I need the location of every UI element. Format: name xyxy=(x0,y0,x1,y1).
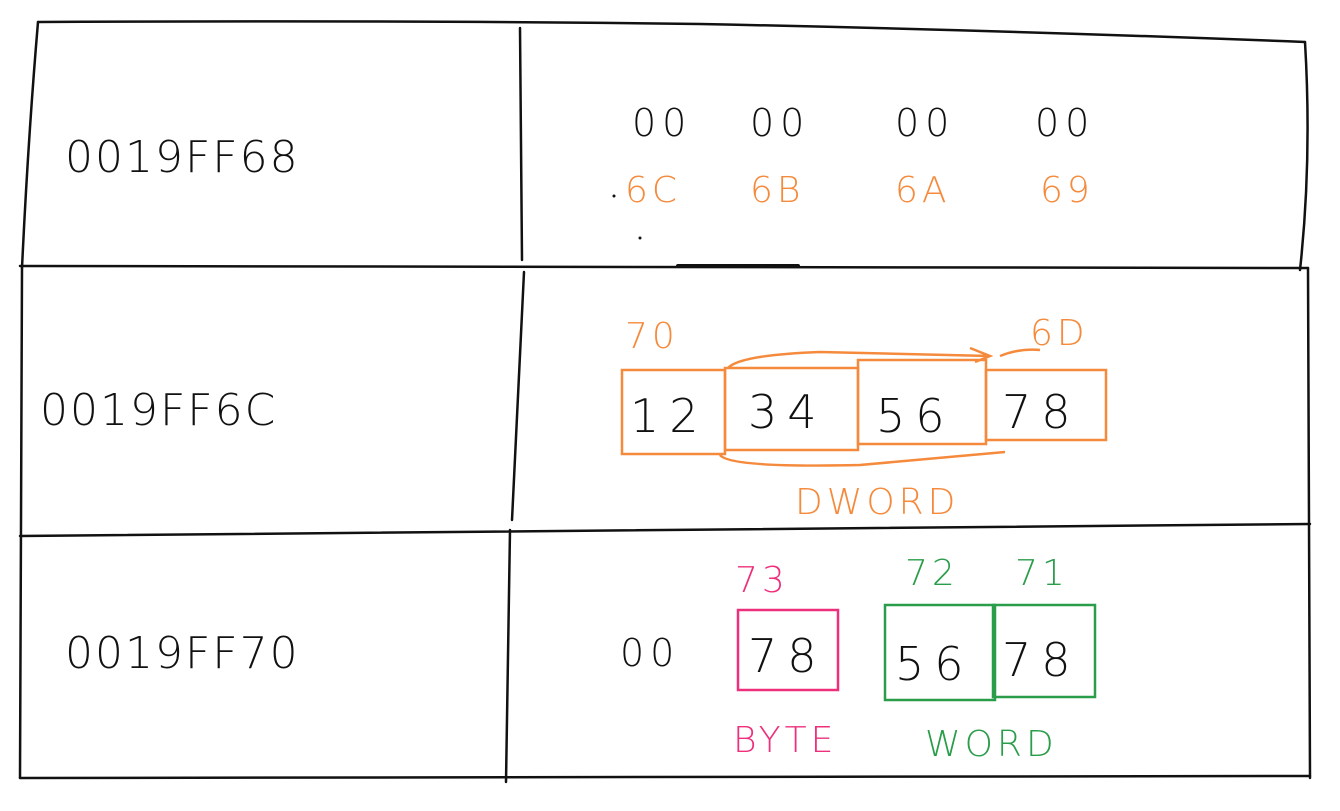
dword-boxes xyxy=(620,346,1108,467)
byte-value: 00 xyxy=(895,101,955,145)
address-label: 0019FF6C xyxy=(40,385,277,436)
byte-address: 6B xyxy=(750,170,804,211)
dword-label: DWORD xyxy=(795,482,959,523)
byte-address: 72 xyxy=(905,553,959,594)
right-border-top xyxy=(1298,40,1309,272)
byte-address: 73 xyxy=(735,560,789,601)
row-divider-1 xyxy=(18,264,1310,270)
byte-address: 69 xyxy=(1040,170,1094,211)
row-0019FF70: 0019FF70 00 73 78 BYTE 72 71 56 78 WORD xyxy=(65,553,1097,765)
byte-value: 56 xyxy=(895,637,974,691)
word-box xyxy=(991,603,1097,699)
left-border xyxy=(18,266,24,780)
byte-value: 78 xyxy=(748,629,827,683)
middle-divider xyxy=(504,26,526,784)
word-box xyxy=(883,603,997,702)
stray-dot xyxy=(638,236,642,240)
arrow-top xyxy=(727,346,994,369)
address-label: 0019FF68 xyxy=(65,132,300,183)
left-border-top xyxy=(20,20,40,270)
byte-value: 56 xyxy=(876,389,955,443)
byte-value: 34 xyxy=(748,385,827,439)
byte-box xyxy=(736,608,840,692)
byte-value: 00 xyxy=(1035,101,1095,145)
row-divider-2 xyxy=(18,522,1312,538)
byte-label: BYTE xyxy=(733,720,837,761)
arrow-bottom xyxy=(719,450,1006,467)
byte-value: 00 xyxy=(632,101,692,145)
end-connector xyxy=(999,348,1041,358)
word-label: WORD xyxy=(925,724,1058,765)
end-byte-address: 6D xyxy=(1030,313,1089,354)
byte-value: 78 xyxy=(1002,385,1081,439)
byte-box xyxy=(984,368,1108,442)
stray-dot xyxy=(612,194,616,198)
byte-value: 78 xyxy=(1002,633,1081,687)
row-0019FF68: 0019FF68 00 00 00 00 6C 6B 6A 69 xyxy=(65,101,1095,240)
top-border xyxy=(36,20,1307,44)
byte-address: 71 xyxy=(1015,553,1069,594)
start-byte-address: 70 xyxy=(625,316,679,357)
bottom-border xyxy=(18,774,1312,780)
byte-value: 12 xyxy=(630,389,709,443)
byte-address: 6A xyxy=(895,170,951,211)
table-grid xyxy=(18,20,1312,784)
byte-value: 00 xyxy=(620,631,680,675)
byte-address: 6C xyxy=(625,170,681,211)
byte-value: 00 xyxy=(750,101,810,145)
address-label: 0019FF70 xyxy=(65,628,300,679)
row-0019FF6C: 0019FF6C 70 6D 12 34 56 78 DWORD xyxy=(40,313,1108,523)
